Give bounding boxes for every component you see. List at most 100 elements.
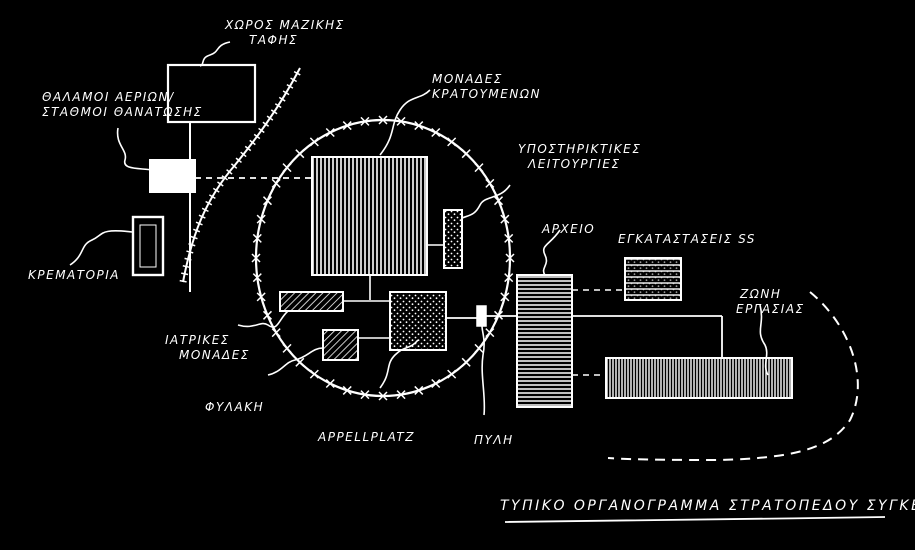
barb-mark [474,163,484,173]
leader-support-functions [461,184,511,219]
barb-mark [500,292,510,302]
ss-facilities-texture [625,258,681,300]
barb-mark [252,233,262,243]
mass-grave-block [166,63,257,124]
leader-lines [69,41,769,416]
label-gas-chambers-line2: ΣΤΑΘΜΟΙ ΘΑΝΑΤΩΣΗΣ [42,105,203,119]
leader-crematoria [69,230,133,266]
barb-mark [485,178,495,188]
camp-enclosure-barbs [251,115,515,401]
barb-mark [505,253,515,263]
gate-block [476,305,487,327]
label-prisoner-units: ΜΟΝΑΔΕΣ ΚΡΑΤΟΥΜΕΝΩΝ [432,72,541,102]
label-appellplatz-text: APPELLPLATZ [318,430,415,444]
crematoria-block [131,215,165,277]
barb-mark [256,292,266,302]
label-work-zone-line2: ΕΡΓΑΣΙΑΣ [736,302,805,316]
leader-gas-chambers [116,127,153,171]
gas-chambers-block [149,159,196,193]
barb-mark [431,378,441,389]
barb-mark [262,196,273,206]
barb-mark [325,378,335,389]
barb-mark [378,115,388,125]
barb-mark [414,121,424,131]
label-medical-units: ΙΑΤΡΙΚΕΣ ΜΟΝΑΔΕΣ [165,333,250,363]
label-work-zone-line1: ΖΩΝΗ [740,287,782,301]
barb-mark [252,273,262,283]
label-ss-facilities: ΕΓΚΑΤΑΣΤΑΣΕΙΣ SS [618,232,756,247]
barb-mark [295,149,305,159]
label-crematoria-text: ΚΡΕΜΑΤΟΡΙΑ [28,268,121,282]
barb-mark [271,328,281,338]
leader-appellplatz [379,339,419,389]
barb-mark [271,178,281,188]
barb-mark [396,116,406,126]
barb-mark [461,149,471,159]
barb-mark [414,385,424,395]
label-support-functions-line2: ΛΕΙΤΟΥΡΓΙΕΣ [528,157,621,171]
label-mass-grave-line1: ΧΩΡΟΣ ΜΑΖΙΚΗΣ [225,18,345,32]
barb-mark [360,116,370,126]
leader-medical-units [237,310,289,328]
label-archive: ΑΡΧΕΙΟ [542,222,595,237]
barb-mark [493,196,504,206]
label-medical-units-line1: ΙΑΤΡΙΚΕΣ [165,333,230,347]
leader-prisoner-units [379,89,431,156]
barb-mark [262,310,273,320]
label-medical-units-line2: ΜΟΝΑΔΕΣ [179,348,250,362]
barb-mark [504,273,514,283]
diagram-title: ΤΥΠΙΚΟ ΟΡΓΑΝΟΓΡΑΜΜΑ ΣΤΡΑΤΟΠΕΔΟΥ ΣΥΓΚΕΝΤΡ… [500,499,915,514]
label-gate-text: ΠΥΛΗ [474,433,514,447]
barb-mark [309,137,319,147]
label-support-functions-line1: ΥΠΟΣΤΗΡΙΚΤΙΚΕΣ [518,142,642,156]
barb-mark [461,357,471,367]
barb-mark [309,369,319,379]
prison-block [322,329,359,361]
label-mass-grave: ΧΩΡΟΣ ΜΑΖΙΚΗΣ ΤΑΦΗΣ [225,18,345,48]
label-appellplatz: APPELLPLATZ [318,430,415,445]
barb-mark [431,127,441,138]
label-prisoner-units-line2: ΚΡΑΤΟΥΜΕΝΩΝ [432,87,541,101]
barb-mark [396,390,406,400]
barb-mark [447,369,457,379]
barb-mark [282,343,292,353]
label-gas-chambers: ΘΑΛΑΜΟΙ ΑΕΡΙΩΝ/ ΣΤΑΘΜΟΙ ΘΑΝΑΤΩΣΗΣ [42,90,203,120]
leader-work-zone [759,304,769,376]
barb-mark [485,328,495,338]
label-gate: ΠΥΛΗ [474,433,514,448]
leader-archive [542,229,561,276]
barb-mark [378,391,388,401]
label-support-functions: ΥΠΟΣΤΗΡΙΚΤΙΚΕΣ ΛΕΙΤΟΥΡΓΙΕΣ [518,142,641,172]
barb-mark [256,214,266,224]
label-prison: ΦΥΛΑΚΗ [205,400,264,415]
work-zone-boundary [607,291,859,462]
leader-mass-grave [199,41,231,67]
support-functions-block [443,209,463,269]
barb-mark [474,343,484,353]
barb-mark [504,233,514,243]
label-ss-facilities-text: ΕΓΚΑΤΑΣΤΑΣΕΙΣ SS [618,232,756,246]
label-archive-text: ΑΡΧΕΙΟ [542,222,596,236]
label-gas-chambers-line1: ΘΑΛΑΜΟΙ ΑΕΡΙΩΝ/ [42,90,175,104]
label-mass-grave-line2: ΤΑΦΗΣ [249,33,299,47]
barb-mark [251,253,261,263]
barb-mark [360,390,370,400]
crematoria-inner [139,224,157,268]
label-work-zone: ΖΩΝΗ ΕΡΓΑΣΙΑΣ [736,287,805,317]
leader-gate [481,325,486,416]
barb-mark [342,121,352,131]
label-prison-text: ΦΥΛΑΚΗ [205,400,265,414]
leader-prison [267,347,324,376]
barb-mark [447,137,457,147]
barb-mark [342,385,352,395]
label-prisoner-units-line1: ΜΟΝΑΔΕΣ [432,72,503,86]
barb-mark [325,127,335,138]
work-zone-block [605,357,793,399]
appellplatz-block [389,291,447,351]
barb-mark [500,214,510,224]
label-crematoria: ΚΡΕΜΑΤΟΡΙΑ [28,268,120,283]
medical-units-block [279,291,344,312]
title-underline [504,516,886,523]
